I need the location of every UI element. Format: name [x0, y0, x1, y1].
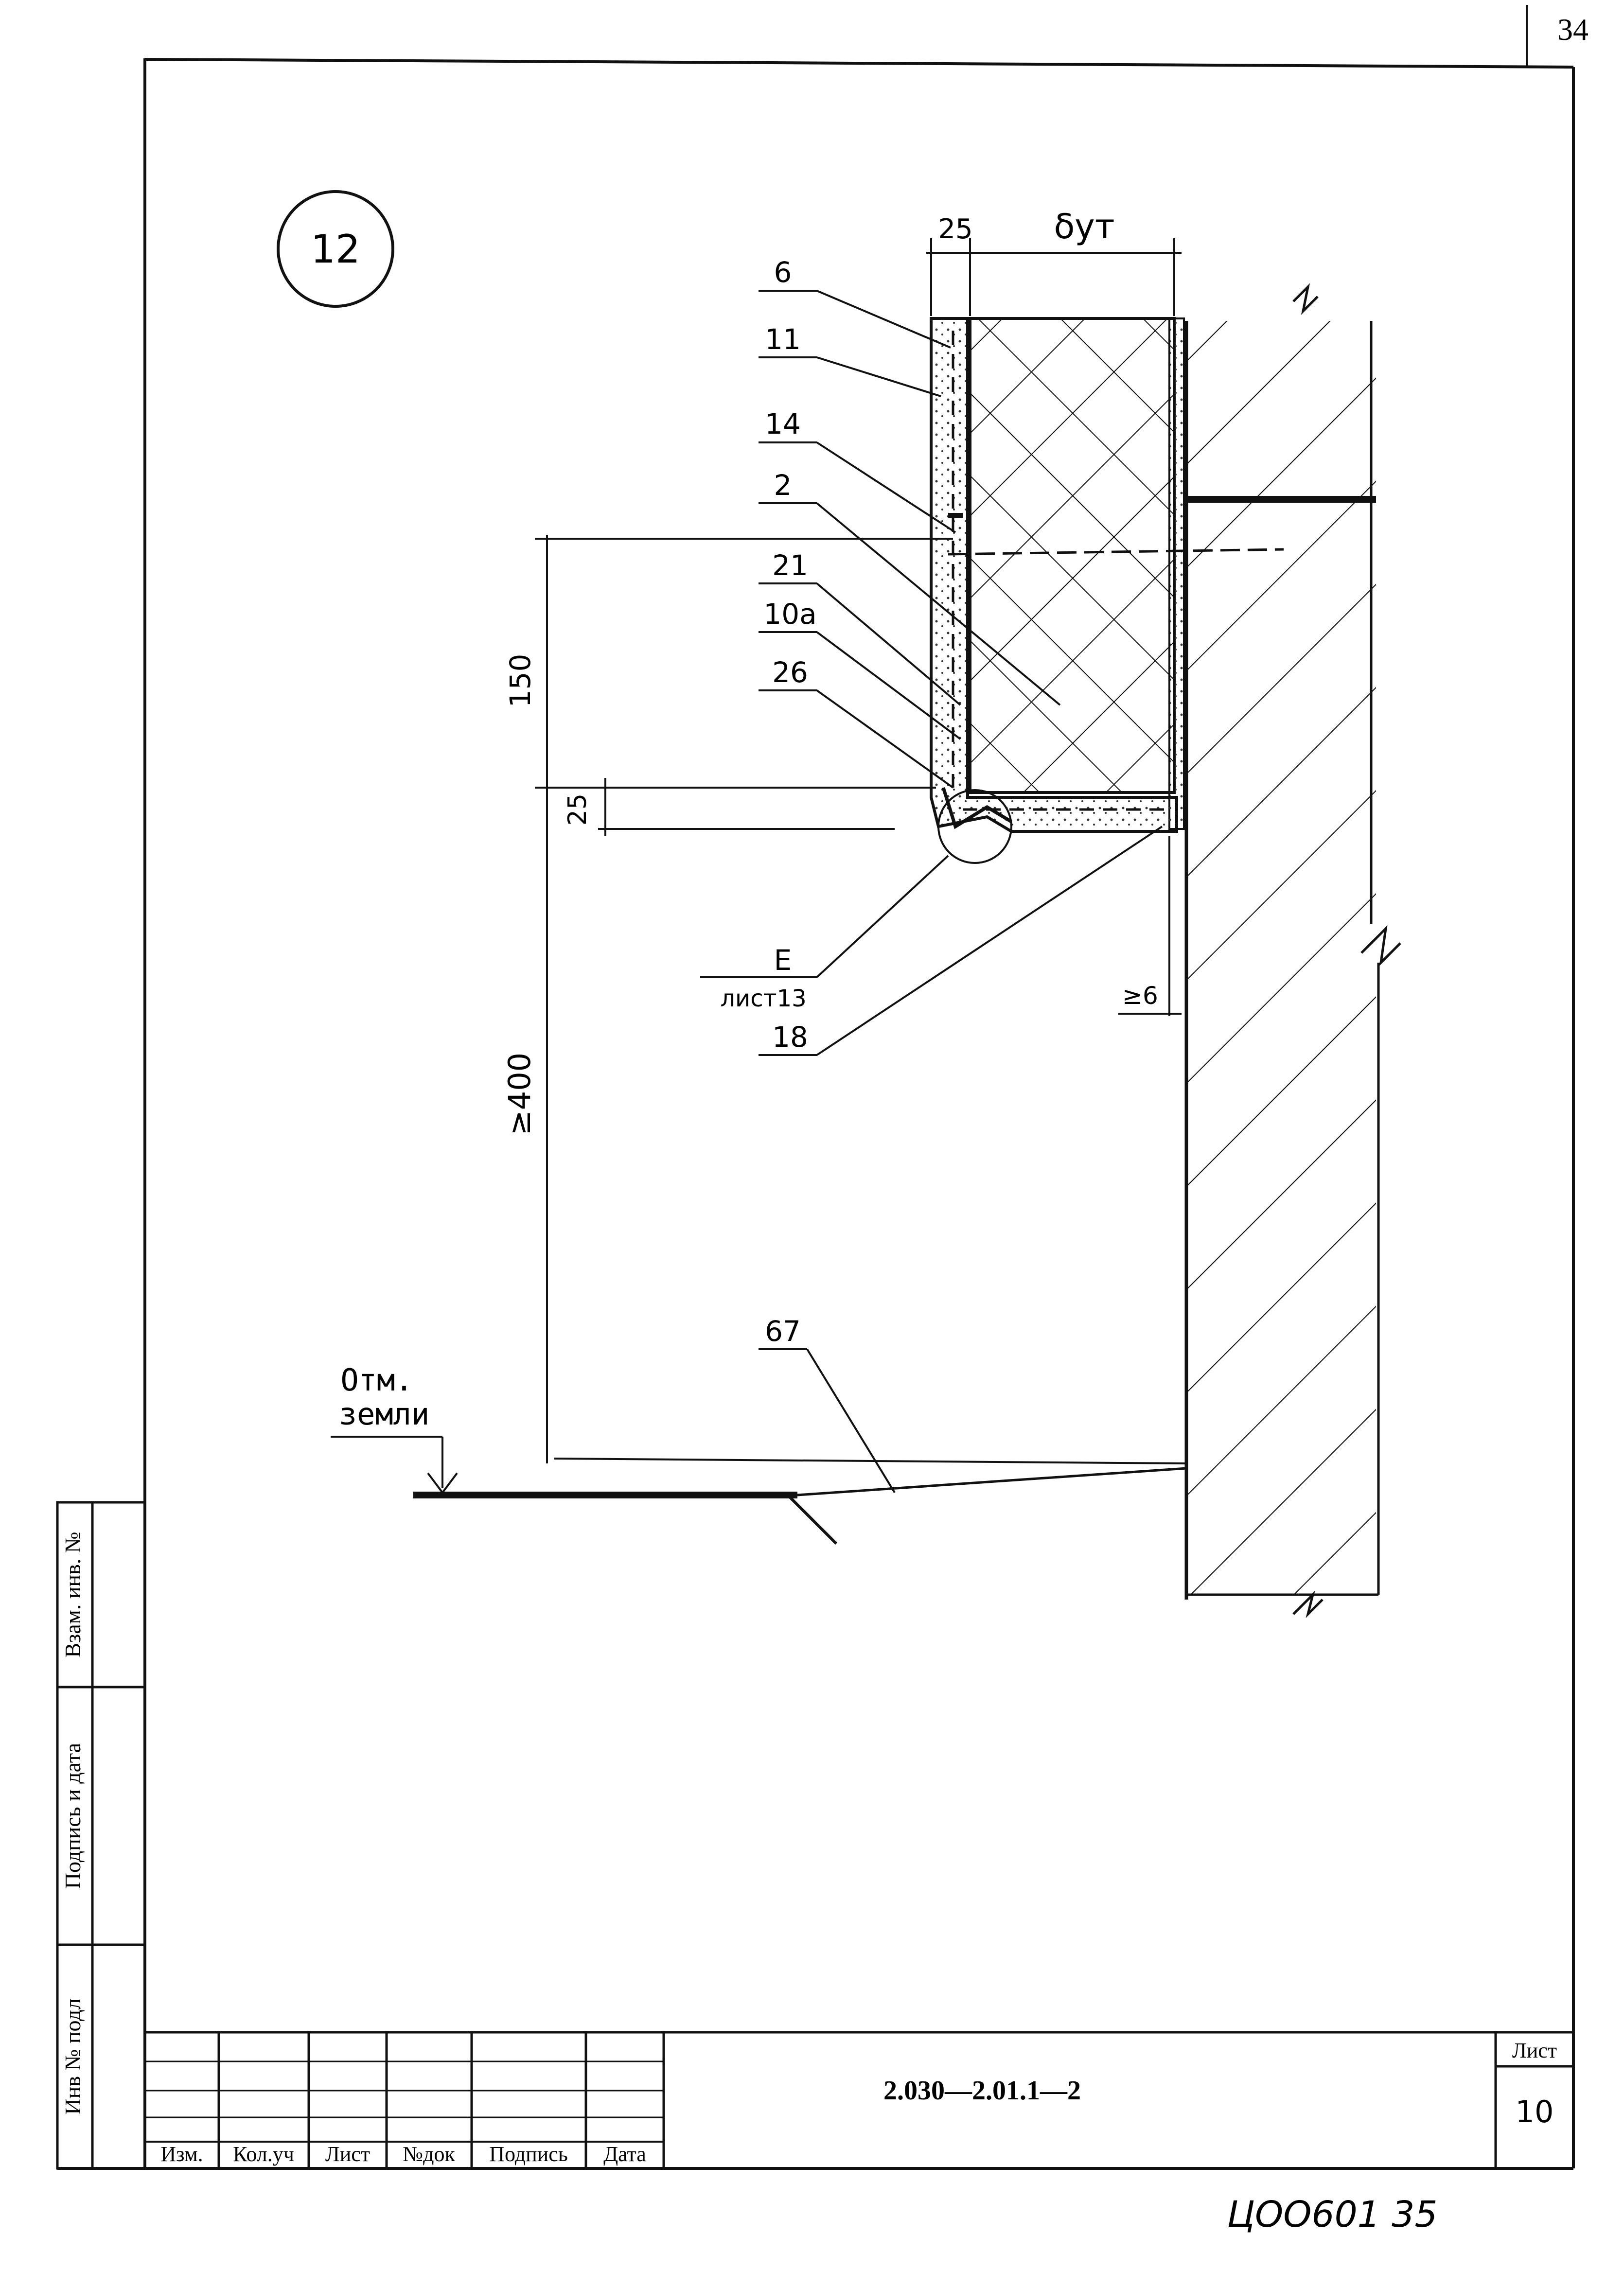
- dim-25: 25: [563, 793, 592, 826]
- sheet-label: Лист: [1512, 2039, 1557, 2062]
- dim-top-thickness: 25: [938, 213, 972, 245]
- col-ndok: №док: [403, 2142, 455, 2166]
- callout-10a: 10а: [763, 598, 816, 631]
- callout-leaders: [700, 290, 1163, 1494]
- side-stamp-3: Инв № подл: [60, 1998, 85, 2114]
- sheet-number: 10: [1516, 2094, 1554, 2130]
- callout-14: 14: [765, 407, 801, 440]
- title-block: [145, 2031, 1573, 2168]
- col-kolutch: Кол.уч: [233, 2142, 294, 2166]
- side-stamp: [56, 1501, 146, 2170]
- callout-11: 11: [765, 323, 801, 356]
- col-data: Дата: [603, 2142, 646, 2166]
- ground-label-line1: Отм.: [340, 1362, 413, 1398]
- dim-insulation-thickness: δут: [1054, 207, 1114, 246]
- document-code: 2.030—2.01.1—2: [883, 2076, 1081, 2106]
- dim-150: 150: [504, 654, 537, 708]
- col-podpis: Подпись: [489, 2142, 568, 2166]
- side-stamp-1: Взам. инв. №: [60, 1531, 85, 1657]
- callout-18: 18: [772, 1021, 808, 1054]
- callout-26: 26: [772, 656, 808, 689]
- plaster-layer: [930, 317, 1284, 833]
- dim-gap: ≥6: [1122, 982, 1158, 1010]
- col-izm: Изм.: [160, 2142, 203, 2166]
- callout-67: 67: [765, 1315, 801, 1348]
- reference-label: Е: [774, 944, 792, 977]
- detail-reference: Е лист13: [720, 944, 806, 1012]
- page-number: 34: [1557, 12, 1589, 47]
- dim-min-height: ≥400: [502, 1053, 537, 1135]
- dimension-lines: [535, 238, 1187, 1464]
- callout-2: 2: [774, 469, 792, 502]
- insulation-layer: [969, 317, 1185, 830]
- detail-e-circle: [937, 789, 1012, 864]
- side-stamp-2: Подпись и дата: [60, 1743, 85, 1889]
- reference-sheet: лист13: [720, 985, 806, 1012]
- ground-level: Отм. земли: [331, 1362, 1187, 1545]
- detail-marker: 12: [277, 190, 394, 308]
- col-list: Лист: [325, 2142, 370, 2166]
- callout-6: 6: [774, 256, 792, 289]
- concrete-wall: [1184, 283, 1401, 1619]
- callout-21: 21: [772, 549, 808, 582]
- detail-number: 12: [311, 227, 360, 272]
- footer-handwriting: ЦОО601 35: [1227, 2194, 1438, 2235]
- ground-label-line2: земли: [339, 1396, 430, 1432]
